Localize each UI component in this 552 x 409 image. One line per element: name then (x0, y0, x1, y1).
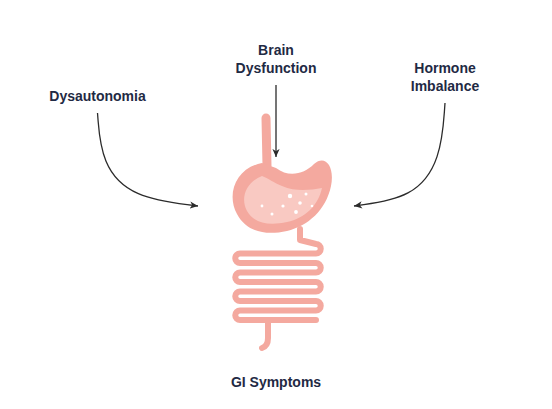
arrow-connector (354, 103, 445, 206)
node-label: Hormone Imbalance (390, 59, 500, 95)
cause-label: Brain Dysfunction (221, 41, 331, 77)
cause-label: Dysautonomia (35, 87, 160, 105)
node-label: GI Symptoms (200, 373, 352, 391)
node-label: Brain Dysfunction (221, 41, 331, 77)
node-label: Dysautonomia (35, 87, 160, 105)
cause-label: Hormone Imbalance (390, 59, 500, 95)
result-label-node: GI Symptoms (200, 160, 352, 391)
arrow-connector (98, 113, 199, 206)
arrow-connector (275, 85, 276, 157)
